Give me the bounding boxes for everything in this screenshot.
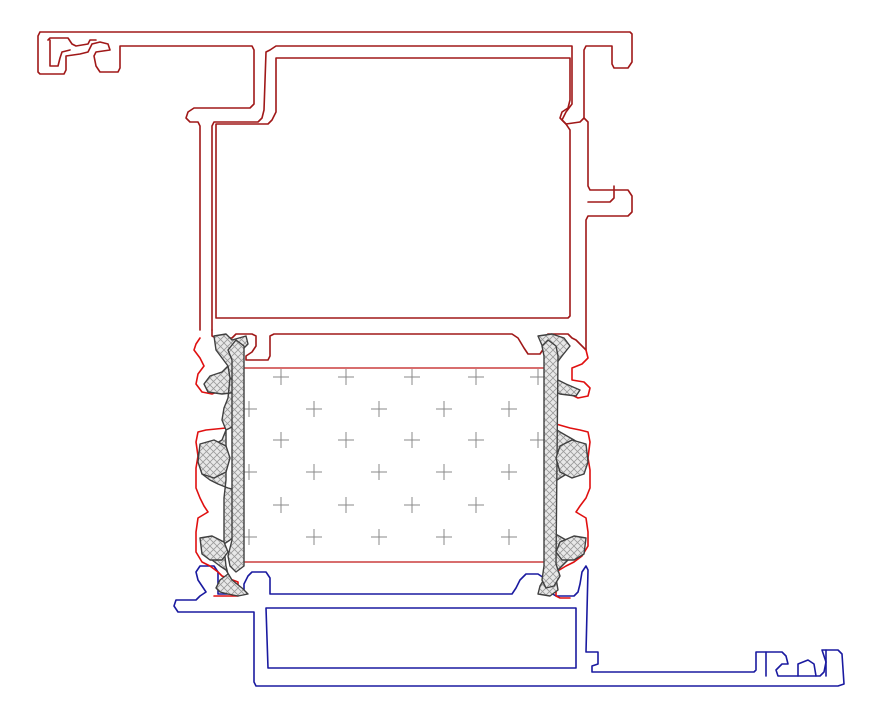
insulation-cross-icon: [501, 401, 517, 417]
insulation-cross-icon: [371, 464, 387, 480]
insulation-cross-icon: [371, 401, 387, 417]
insulation-cross-icon: [306, 464, 322, 480]
upper-top-flange: [37, 31, 633, 331]
right-lower-tab: [555, 535, 587, 561]
insulation-cross-icon: [468, 497, 484, 513]
right-mid-tab: [555, 439, 589, 479]
insulation-cross-icon: [501, 464, 517, 480]
insulation-cross-icon: [273, 432, 289, 448]
insulation-cross-icon: [404, 369, 420, 385]
insulation-cross-icon: [436, 529, 452, 545]
lower-aluminium-profile: [173, 565, 845, 687]
insulation-symbol-grid: [241, 369, 546, 545]
right-polyamide-core: [541, 339, 561, 589]
insulation-core: [240, 367, 548, 563]
insulation-cross-icon: [338, 369, 354, 385]
left-lower-tab: [199, 535, 229, 561]
lower-right-hook: [765, 649, 827, 677]
upper-hollow-chamber: [215, 57, 571, 319]
upper-hook-detail: [47, 37, 97, 67]
left-mid-tab: [197, 439, 231, 479]
insulation-cross-icon: [404, 497, 420, 513]
insulation-cross-icon: [436, 464, 452, 480]
upper-bottom-web: [211, 329, 587, 361]
upper-right-wall: [583, 117, 633, 351]
upper-aluminium-profile: [37, 31, 633, 361]
insulation-cross-icon: [338, 497, 354, 513]
insulation-cross-icon: [273, 369, 289, 385]
insulation-cross-icon: [306, 401, 322, 417]
lower-outer-contour: [173, 565, 845, 687]
right-thermal-break-outline: [555, 349, 591, 599]
insulation-cross-icon: [306, 529, 322, 545]
insulation-cross-icon: [468, 432, 484, 448]
thermal-break-assembly: [193, 333, 591, 599]
lower-hollow-chamber: [265, 607, 577, 669]
insulation-cross-icon: [436, 401, 452, 417]
insulation-cross-icon: [273, 497, 289, 513]
insulation-cross-icon: [371, 529, 387, 545]
left-polyamide-core: [227, 339, 245, 573]
insulation-core-outline: [240, 367, 548, 563]
insulation-cross-icon: [338, 432, 354, 448]
insulation-cross-icon: [404, 432, 420, 448]
insulation-cross-icon: [468, 369, 484, 385]
insulation-cross-icon: [501, 529, 517, 545]
left-thermal-break-outline: [193, 337, 239, 597]
